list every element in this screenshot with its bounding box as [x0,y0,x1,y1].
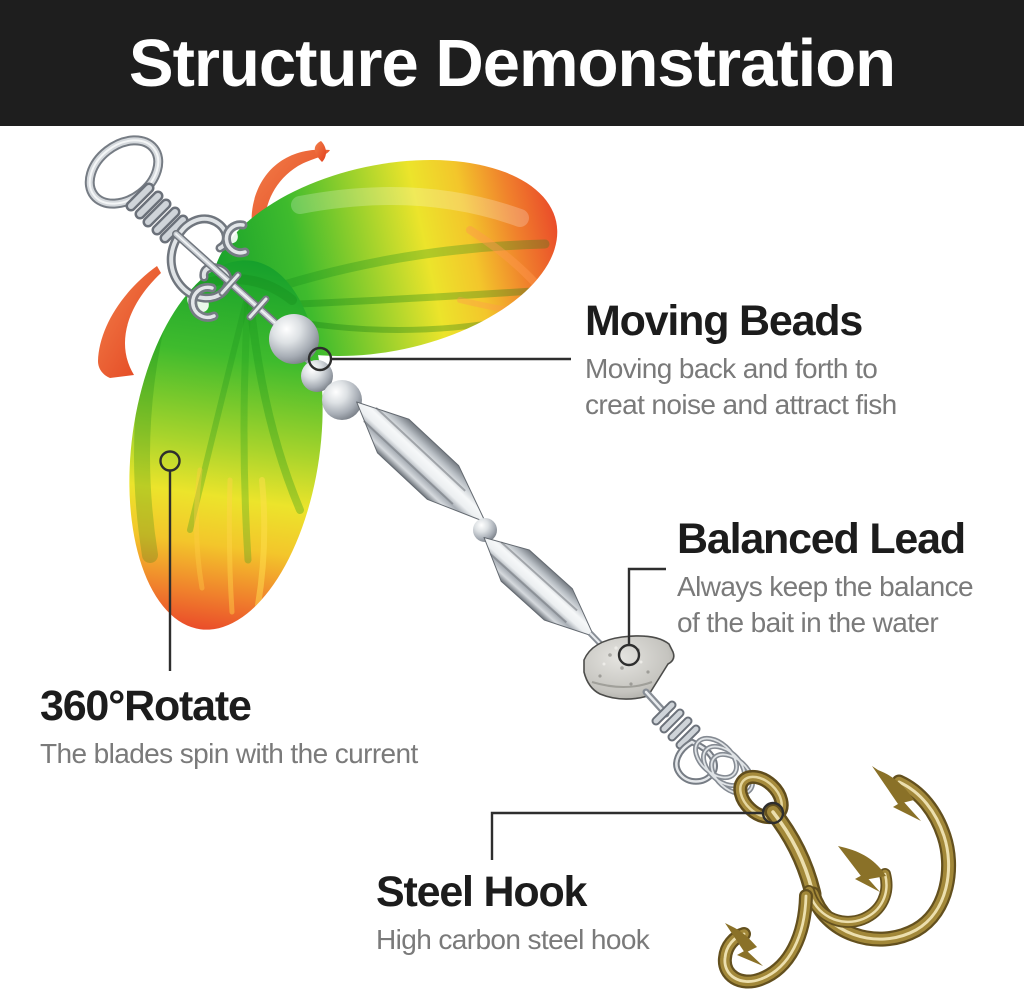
title-banner: Structure Demonstration [0,0,1024,126]
connector-moving-beads [307,346,571,372]
callout-title: Steel Hook [376,868,587,916]
callout-title: Moving Beads [585,297,863,345]
callout-steel-hook: Steel Hook High carbon steel hook [376,868,650,958]
body-weights [356,401,619,663]
connector-rotate-360 [159,450,181,671]
callout-description: High carbon steel hook [376,924,650,956]
callout-title: 360°Rotate [40,682,252,730]
connector-steel-hook [490,801,785,860]
callout-rotate-360: 360°Rotate The blades spin with the curr… [40,683,418,772]
page-title: Structure Demonstration [128,25,896,101]
connector-balanced-lead [617,567,666,667]
callout-description: The blades spin with the current [40,738,418,770]
balanced-lead-sinker [583,635,675,700]
callout-connectors [159,346,785,860]
callout-title: Balanced Lead [677,515,966,563]
treble-hook [717,766,957,989]
red-motion-accents [98,141,330,378]
moving-beads [269,314,362,420]
snap-swivel [84,135,296,342]
